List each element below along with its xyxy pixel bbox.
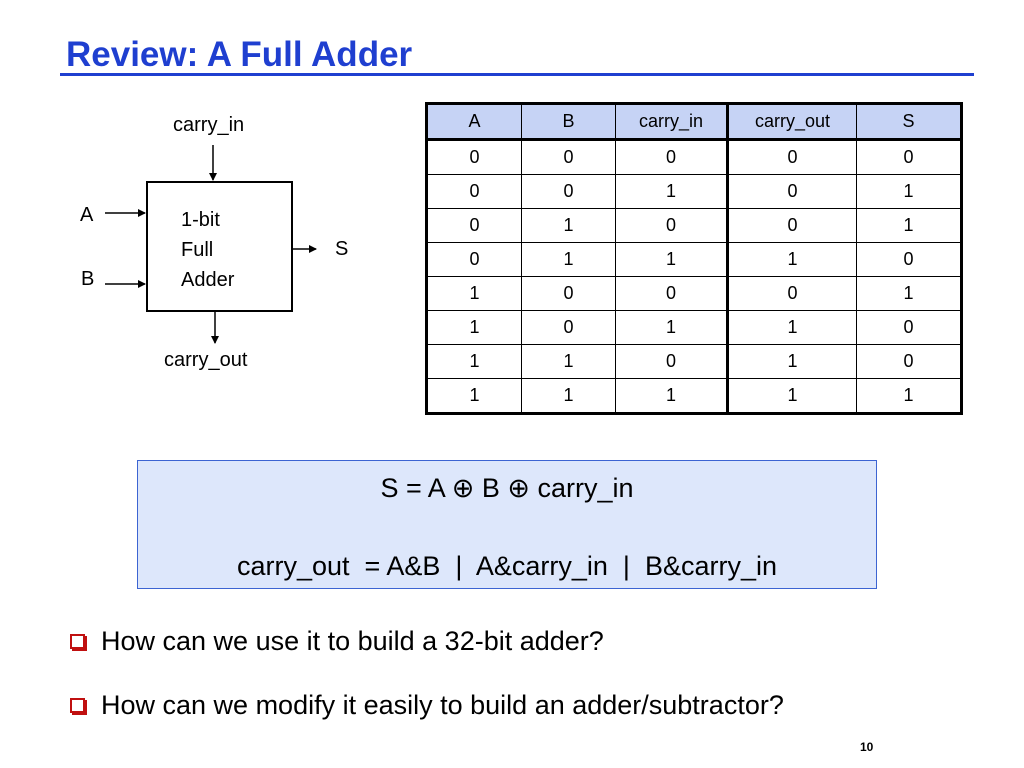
table-cell: 1 xyxy=(521,208,616,243)
table-cell: 1 xyxy=(426,378,522,414)
table-cell: 1 xyxy=(521,344,616,379)
table-cell: 1 xyxy=(521,242,616,277)
sum-formula: S = A ⊕ B ⊕ carry_in xyxy=(380,473,634,503)
block-line: Full xyxy=(181,239,214,261)
square-bullet-icon xyxy=(70,633,85,649)
table-cell: 1 xyxy=(521,378,616,414)
table-cell: 0 xyxy=(615,344,728,379)
table-header-row: A B carry_in carry_out S xyxy=(426,103,962,141)
table-cell: 1 xyxy=(426,276,522,311)
table-cell: 0 xyxy=(521,174,616,209)
a-input-label: A xyxy=(80,204,94,226)
table-cell: 0 xyxy=(726,276,857,311)
table-cell: 0 xyxy=(615,208,728,243)
table-cell: 0 xyxy=(615,276,728,311)
table-cell: 1 xyxy=(856,174,962,209)
table-cell: 0 xyxy=(856,242,962,277)
table-cell: 0 xyxy=(615,139,728,175)
square-bullet-icon xyxy=(70,697,85,713)
col-header-carry-in: carry_in xyxy=(615,103,728,141)
table-cell: 1 xyxy=(615,310,728,345)
table-cell: 0 xyxy=(856,310,962,345)
table-cell: 1 xyxy=(856,276,962,311)
adder-block xyxy=(146,181,293,312)
s-output-label: S xyxy=(335,238,349,260)
bullet-text: How can we use it to build a 32-bit adde… xyxy=(101,626,604,656)
table-cell: 1 xyxy=(615,378,728,414)
bullet-text: How can we modify it easily to build an … xyxy=(101,690,784,720)
table-cell: 1 xyxy=(726,310,857,345)
slide-title: Review: A Full Adder xyxy=(66,35,413,74)
table-cell: 0 xyxy=(426,242,522,277)
col-header-b: B xyxy=(521,103,616,141)
formula-box: S = A ⊕ B ⊕ carry_in carry_out = A&B | A… xyxy=(137,460,877,589)
block-line: 1-bit xyxy=(181,209,220,231)
table-cell: 1 xyxy=(615,174,728,209)
diagram-wires xyxy=(105,145,317,344)
title-underline xyxy=(60,73,974,76)
block-line: Adder xyxy=(181,269,235,291)
table-cell: 0 xyxy=(856,139,962,175)
table-cell: 0 xyxy=(426,174,522,209)
table-cell: 1 xyxy=(726,378,857,414)
table-cell: 1 xyxy=(726,242,857,277)
page-number: 10 xyxy=(860,740,874,754)
table-cell: 1 xyxy=(856,208,962,243)
bullet-item: How can we modify it easily to build an … xyxy=(70,688,784,722)
col-header-carry-out: carry_out xyxy=(726,103,857,141)
bullet-item: How can we use it to build a 32-bit adde… xyxy=(70,624,604,658)
b-input-label: B xyxy=(81,268,95,290)
adder-block-label: 1-bit Full Adder xyxy=(181,205,234,295)
table-cell: 0 xyxy=(856,344,962,379)
carry-formula: carry_out = A&B | A&carry_in | B&carry_i… xyxy=(237,551,777,581)
table-cell: 1 xyxy=(426,344,522,379)
table-cell: 1 xyxy=(615,242,728,277)
col-header-a: A xyxy=(426,103,522,141)
carry-out-label: carry_out xyxy=(164,349,248,371)
table-cell: 0 xyxy=(426,208,522,243)
table-cell: 0 xyxy=(521,276,616,311)
table-cell: 0 xyxy=(521,139,616,175)
table-cell: 1 xyxy=(856,378,962,414)
table-cell: 0 xyxy=(426,139,522,175)
table-cell: 0 xyxy=(726,208,857,243)
table-cell: 1 xyxy=(426,310,522,345)
full-adder-diagram: carry_in A B S carry_out 1-bit Full Adde… xyxy=(0,0,420,420)
carry-in-label: carry_in xyxy=(173,114,245,136)
table-cell: 1 xyxy=(726,344,857,379)
table-cell: 0 xyxy=(726,174,857,209)
col-header-s: S xyxy=(856,103,962,141)
table-cell: 0 xyxy=(521,310,616,345)
table-cell: 0 xyxy=(726,139,857,175)
